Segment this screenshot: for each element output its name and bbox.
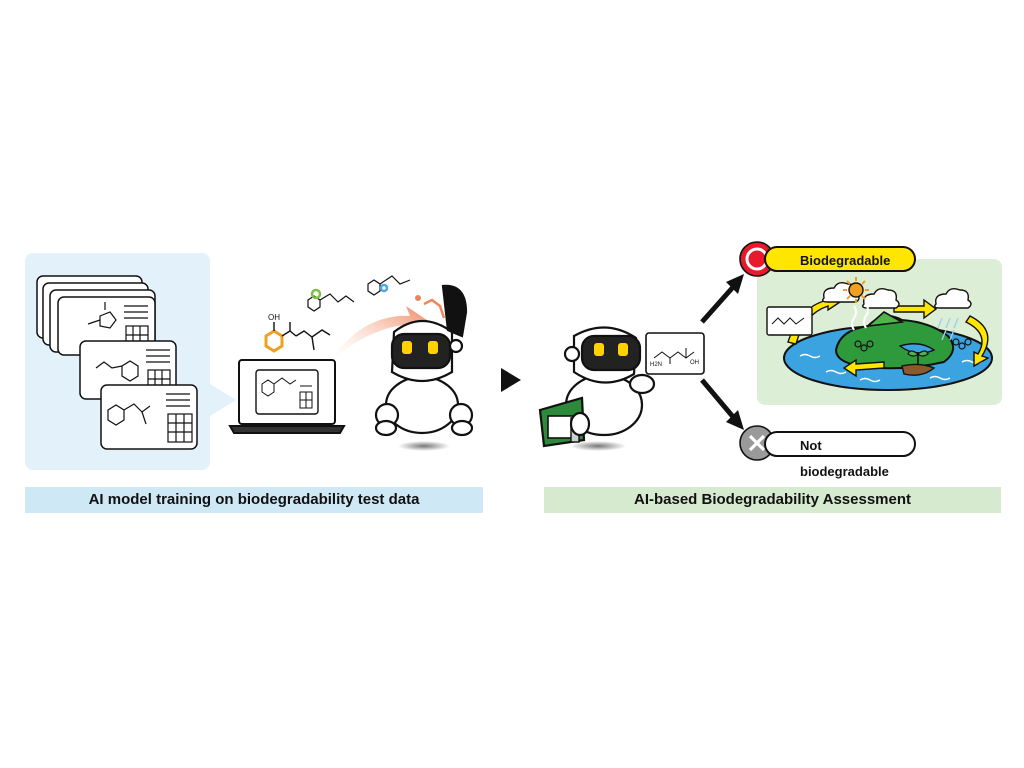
sun-icon (843, 277, 869, 303)
robot-holding-card-icon (538, 326, 656, 451)
environment-molecule-card (766, 306, 813, 336)
not-biodegradable-label: Not biodegradable (764, 431, 916, 479)
floating-molecules-icon (307, 275, 446, 319)
svg-text:OH: OH (690, 360, 699, 366)
assessment-caption: AI-based Biodegradability Assessment (544, 487, 1001, 513)
play-triangle-icon (501, 368, 521, 392)
molecule-card: H2N OH (645, 332, 705, 375)
robot-open-head-icon (374, 284, 474, 451)
data-flow-arrow (332, 306, 430, 360)
svg-text:H2N: H2N (650, 362, 662, 368)
molecule-structure-icon: OH (264, 313, 331, 353)
svg-text:OH: OH (268, 313, 280, 322)
water-cycle-island-icon (783, 277, 993, 391)
biodegradable-label: Biodegradable (764, 246, 916, 272)
laptop-icon (228, 359, 346, 434)
stacked-data-sheets-icon (36, 275, 198, 450)
training-caption: AI model training on biodegradability te… (25, 487, 483, 513)
decision-arrows (700, 274, 744, 430)
